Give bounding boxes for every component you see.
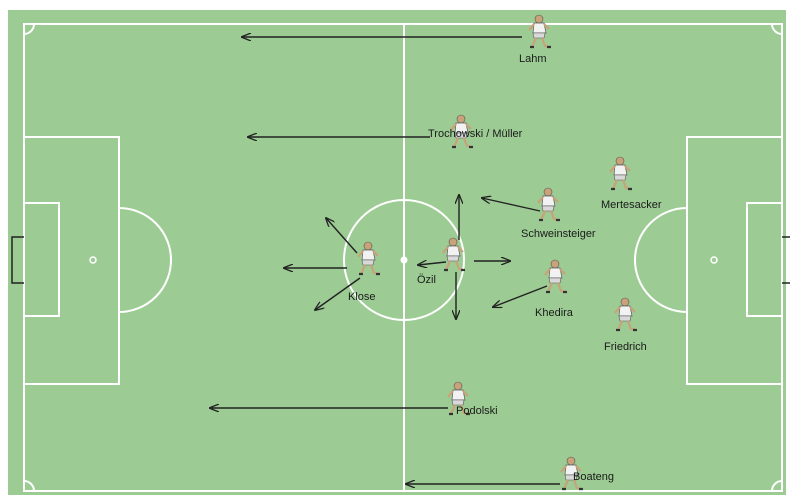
player-label-khedira: Khedira: [535, 307, 574, 319]
player-label-friedrich: Friedrich: [604, 341, 647, 353]
player-label-podolski: Podolski: [456, 405, 498, 417]
player-label-trochowski-muller: Trochowski / Müller: [428, 128, 523, 140]
player-label-schweinsteiger: Schweinsteiger: [521, 228, 596, 240]
player-label-lahm: Lahm: [519, 53, 547, 65]
player-label-klose: Klose: [348, 291, 376, 303]
player-label-mertesacker: Mertesacker: [601, 199, 662, 211]
player-label-ozil: Özil: [417, 274, 436, 286]
pitch-grass: [8, 10, 786, 495]
player-label-boateng: Boateng: [573, 471, 614, 483]
center-spot: [401, 257, 408, 264]
